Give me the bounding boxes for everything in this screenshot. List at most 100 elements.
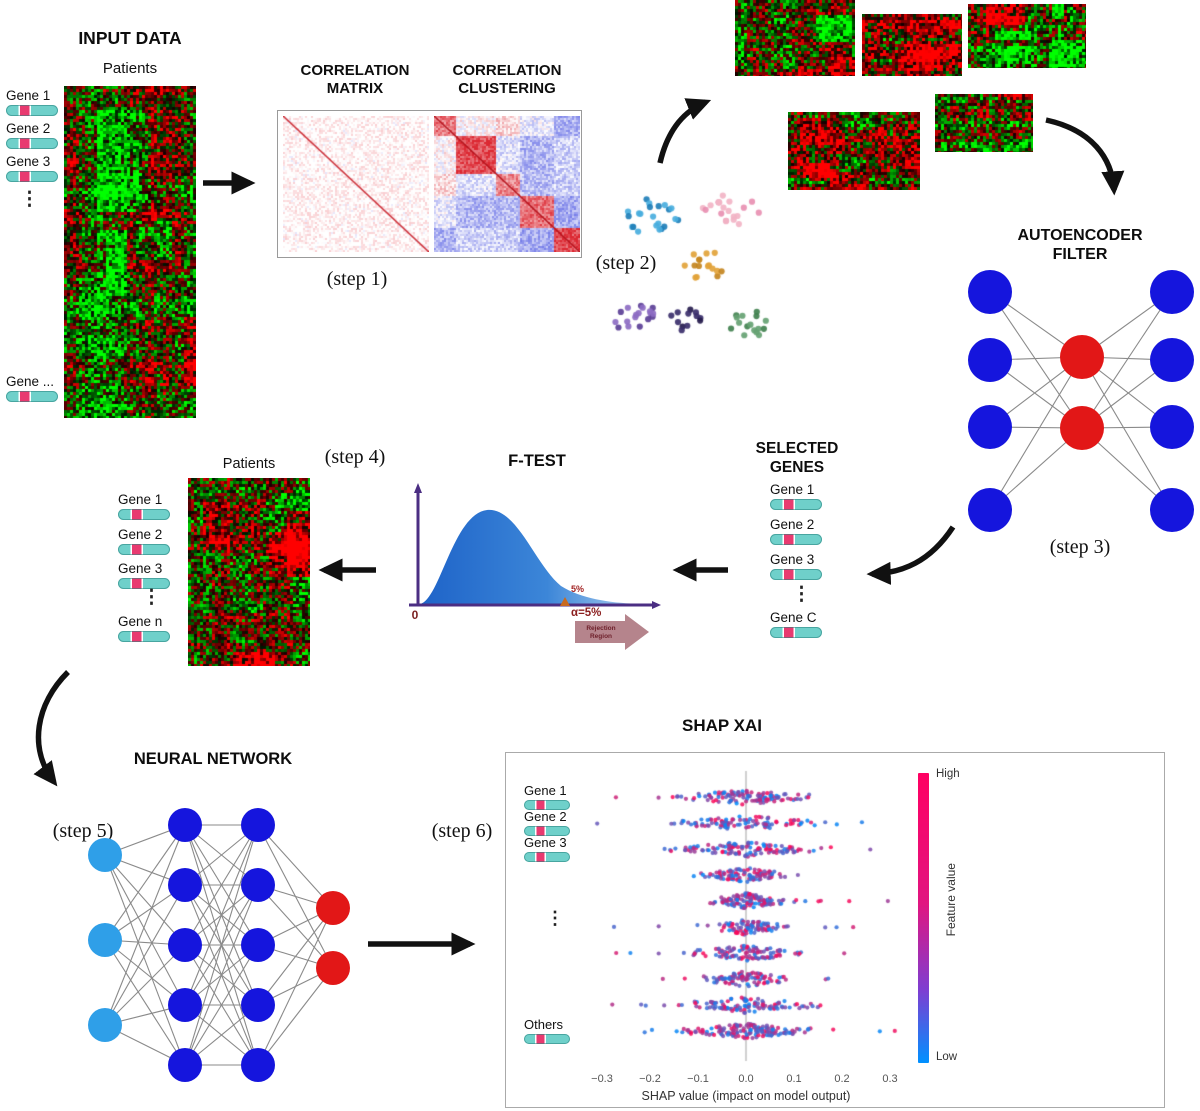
gene-row: Gene 3 — [6, 154, 58, 182]
chromosome-icon — [6, 391, 58, 402]
step1-label: (step 1) — [326, 268, 388, 290]
chromosome-icon — [118, 544, 170, 555]
cluster-heatmap — [862, 14, 962, 76]
gene-label: Gene 3 — [770, 552, 815, 567]
gene-row: Gene n — [118, 614, 170, 642]
gene-label: Gene 1 — [6, 88, 51, 103]
autoencoder-title: AUTOENCODER FILTER — [1017, 227, 1143, 264]
rejection-region-line1: Rejection — [586, 625, 615, 632]
input-heatmap — [64, 86, 196, 418]
x-tick: 0.3 — [882, 1073, 898, 1085]
step5-label: (step 5) — [52, 820, 114, 842]
gene-label: Gene 2 — [6, 121, 51, 136]
step6-label: (step 6) — [431, 820, 493, 842]
ellipsis: ⋮ — [142, 587, 161, 608]
ellipsis: ⋮ — [20, 189, 39, 210]
chromosome-icon — [6, 171, 58, 182]
rejection-region-line2: Region — [590, 633, 612, 640]
arrow-filtered-to-nn — [33, 670, 70, 787]
chromosome-icon — [770, 569, 822, 580]
chromosome-icon — [524, 826, 570, 836]
feature-value-colorbar — [918, 773, 929, 1063]
correlation-clustering-title: CORRELATION CLUSTERING — [452, 62, 562, 97]
cluster-heatmap — [735, 0, 855, 76]
gene-row: Gene 2 — [118, 527, 170, 555]
chromosome-icon — [6, 105, 58, 116]
chromosome-icon — [118, 631, 170, 642]
x-tick: 0.2 — [834, 1073, 850, 1085]
chromosome-icon — [770, 499, 822, 510]
x-tick: −0.3 — [591, 1073, 613, 1085]
ftest-title: F-TEST — [508, 452, 566, 470]
gene-label: Gene 2 — [770, 517, 815, 532]
input-data-title: INPUT DATA — [78, 28, 182, 48]
gene-label: Gene ... — [6, 374, 55, 389]
chromosome-icon — [524, 852, 570, 862]
threshold-marker — [560, 597, 570, 606]
shap-row-label: Gene 3 — [524, 835, 570, 862]
shap-row-label: Gene 1 — [524, 783, 570, 810]
gene-label: Gene 1 — [524, 783, 567, 798]
y-axis-arrowhead — [414, 483, 422, 493]
gene-label: Gene C — [770, 610, 817, 625]
gene-row: Gene 3 — [770, 552, 822, 580]
x-axis-arrowhead — [652, 601, 661, 609]
shap-panel: Gene 1 Gene 2 Gene 3 ⋮ Others −0.3 −0.2 … — [505, 752, 1165, 1108]
filtered-heatmap — [188, 478, 310, 666]
gene-label: Gene 3 — [524, 835, 567, 850]
x-tick: −0.1 — [687, 1073, 709, 1085]
gene-label: Others — [524, 1017, 564, 1032]
gene-label: Gene 1 — [118, 492, 163, 507]
correlation-clustering-heatmap — [434, 116, 580, 252]
ellipsis: ⋮ — [792, 584, 811, 605]
shap-beeswarm — [561, 765, 961, 1067]
correlation-matrix-title: CORRELATION MATRIX — [300, 62, 410, 97]
gene-label: Gene 2 — [118, 527, 163, 542]
patients-label: Patients — [102, 60, 158, 77]
gene-label: Gene 2 — [524, 809, 567, 824]
ftest-plot: 5% 0 α=5% Rejection Region — [409, 483, 661, 650]
cluster-heatmap — [788, 112, 920, 190]
chromosome-icon — [6, 138, 58, 149]
neural-network-diagram — [88, 808, 350, 1082]
correlation-matrix-heatmap — [283, 116, 429, 252]
gene-row: Gene 1 — [118, 492, 170, 520]
gene-row: Gene 1 — [6, 88, 58, 116]
chromosome-icon — [524, 1034, 570, 1044]
chromosome-icon — [524, 800, 570, 810]
zero-label: 0 — [412, 608, 419, 622]
gene-cluster-scatter — [598, 178, 793, 358]
gene-label: Gene n — [118, 614, 163, 629]
colorbar-low-label: Low — [936, 1051, 958, 1063]
gene-row: Gene 2 — [770, 517, 822, 545]
selected-genes-title: SELECTED GENES — [755, 440, 839, 476]
rejection-region-arrow — [575, 614, 649, 650]
chromosome-icon — [770, 627, 822, 638]
gene-row: Gene ... — [6, 374, 58, 402]
cluster-heatmap — [935, 94, 1033, 152]
shap-row-label: Gene 2 — [524, 809, 570, 836]
chromosome-icon — [118, 509, 170, 520]
step4-label: (step 4) — [324, 446, 386, 468]
colorbar-axis-label: Feature value — [944, 863, 958, 937]
ellipsis: ⋮ — [546, 908, 564, 928]
x-tick: 0.1 — [786, 1073, 802, 1085]
gene-label: Gene 1 — [770, 482, 815, 497]
autoencoder-network — [968, 270, 1194, 532]
arrow-clusters-to-autoencoder — [1045, 117, 1125, 196]
gene-label: Gene 3 — [6, 154, 51, 169]
step3-label: (step 3) — [1049, 536, 1111, 558]
x-tick: −0.2 — [639, 1073, 661, 1085]
gene-label: Gene 3 — [118, 561, 163, 576]
gene-row: Gene 1 — [770, 482, 822, 510]
shap-row-label: Others — [524, 1017, 570, 1044]
five-percent-label: 5% — [571, 584, 584, 594]
chromosome-icon — [118, 578, 170, 589]
neural-network-title: NEURAL NETWORK — [133, 750, 293, 768]
arrow-correlation-to-clusters — [657, 98, 712, 164]
shap-title: SHAP XAI — [682, 716, 762, 735]
chromosome-icon — [770, 534, 822, 545]
cluster-heatmap — [968, 4, 1086, 68]
gene-row: Gene C — [770, 610, 822, 638]
